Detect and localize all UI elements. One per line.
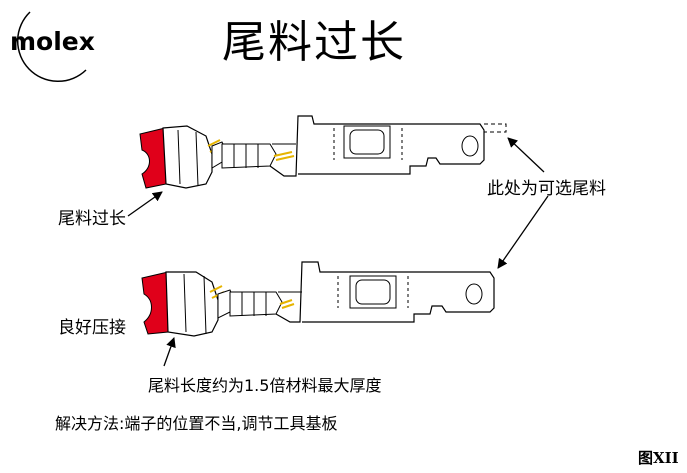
page-title: 尾料过长 (222, 17, 406, 68)
terminal-body-top (269, 115, 485, 177)
solution-text: 解决方法:端子的位置不当,调节工具基板 (55, 414, 338, 433)
arrow-optional-top (507, 137, 545, 173)
label-tail-too-long: 尾料过长 (58, 209, 126, 229)
arrow-too-long (127, 191, 163, 217)
terminal-top (139, 115, 507, 189)
figure-number: 图XII (638, 449, 679, 467)
tail-length-note: 尾料长度约为1.5倍材料最大厚度 (148, 376, 382, 395)
locking-hole-bottom (465, 283, 483, 305)
locking-hole-top (461, 135, 479, 157)
wire-tail-top (273, 151, 295, 161)
arrow-optional-bottom (497, 195, 549, 269)
molex-logo: molex (10, 11, 95, 83)
terminal-bottom (141, 261, 495, 337)
logo-text: molex (10, 27, 95, 56)
insulation-crimp-top (162, 125, 213, 189)
contact-window-bottom (349, 275, 397, 309)
conductor-crimp-top (221, 143, 277, 169)
insulation-bottom (141, 271, 169, 335)
label-good-crimp: 良好压接 (58, 318, 126, 338)
conductor-crimp-bottom (229, 291, 283, 317)
wire-tail-bottom (279, 299, 295, 309)
insulation-top (139, 127, 167, 189)
terminal-body-bottom (275, 261, 495, 323)
label-optional-tail: 此处为可选尾料 (487, 179, 606, 199)
optional-tail-top (484, 123, 507, 133)
arrow-good-crimp (163, 337, 176, 367)
insulation-crimp-bottom (165, 271, 219, 337)
contact-window-top (343, 125, 391, 159)
